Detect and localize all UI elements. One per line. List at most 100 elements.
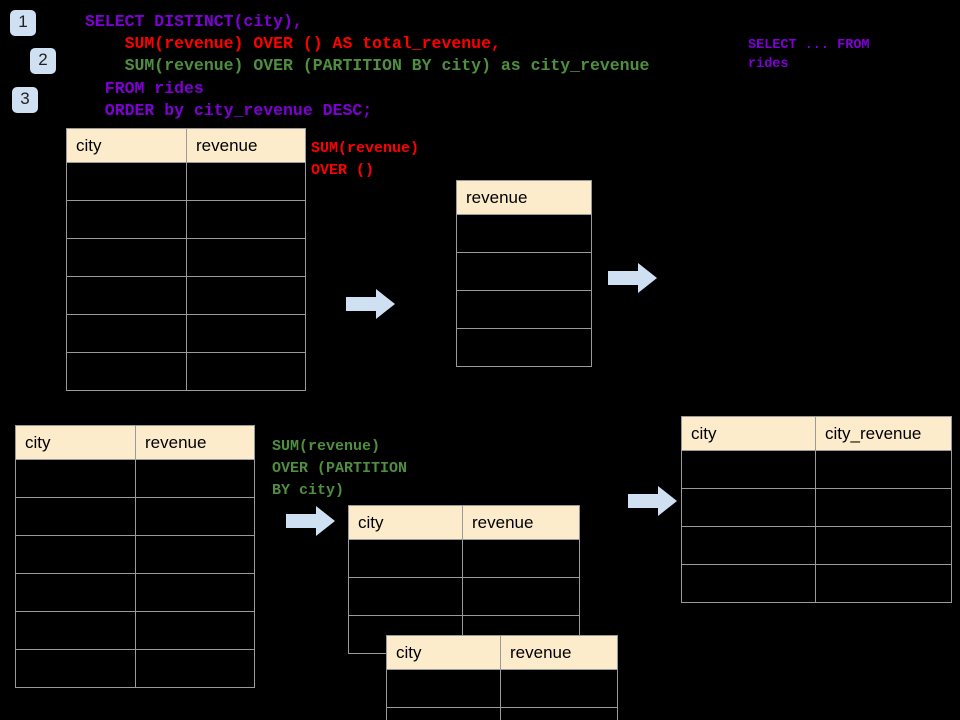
column-header-city: city	[386, 635, 501, 670]
column-header-city: city	[348, 505, 463, 540]
table-cell	[135, 459, 255, 498]
table-partition-back: city revenue	[348, 505, 580, 654]
table-row	[681, 488, 952, 527]
query-line-2: SUM(revenue) OVER () AS total_revenue,	[85, 34, 501, 53]
column-header-city: city	[66, 128, 187, 163]
table-cell	[186, 162, 306, 201]
query-line-5: ORDER by city_revenue DESC;	[85, 101, 373, 120]
column-header-city: city	[681, 416, 816, 451]
annotation-sum-over-partition: SUM(revenue) OVER (PARTITION BY city)	[272, 438, 408, 499]
table-row	[66, 276, 306, 315]
table-cell	[15, 649, 136, 688]
table-cell	[66, 200, 187, 239]
table-body	[386, 669, 618, 720]
table-row	[456, 290, 592, 329]
table-row	[15, 535, 255, 574]
arrow-source-to-total	[346, 289, 395, 319]
column-header-revenue: revenue	[456, 180, 592, 215]
table-cell	[135, 611, 255, 650]
table-row	[681, 450, 952, 489]
table-cell	[815, 526, 952, 565]
table-cell	[135, 573, 255, 612]
table-cell	[462, 577, 580, 616]
table-final-result: city city_revenue	[681, 416, 952, 603]
table-cell	[681, 564, 816, 603]
table-header-row: city revenue	[66, 128, 306, 163]
table-cell	[186, 238, 306, 277]
table-cell	[456, 214, 592, 253]
table-body	[348, 539, 580, 654]
table-row	[348, 577, 580, 616]
table-body	[15, 459, 255, 688]
table-cell	[66, 276, 187, 315]
table-row	[681, 564, 952, 603]
table-cell	[15, 535, 136, 574]
table-row	[386, 707, 618, 720]
table-cell	[386, 669, 501, 708]
table-cell	[186, 314, 306, 353]
query-line-3: SUM(revenue) OVER (PARTITION BY city) as…	[85, 56, 650, 75]
table-row	[456, 328, 592, 367]
table-source-top: city revenue	[66, 128, 306, 391]
table-header-row: revenue	[456, 180, 592, 215]
table-cell	[186, 200, 306, 239]
step-badge-2: 2	[30, 48, 56, 74]
table-total-revenue: revenue	[456, 180, 592, 367]
table-cell	[66, 162, 187, 201]
table-body	[66, 162, 306, 391]
table-cell	[66, 314, 187, 353]
table-body	[456, 214, 592, 367]
table-row	[15, 497, 255, 536]
table-cell	[456, 290, 592, 329]
table-cell	[186, 352, 306, 391]
table-header-row: city revenue	[348, 505, 580, 540]
table-row	[66, 314, 306, 353]
table-cell	[15, 611, 136, 650]
table-row	[66, 200, 306, 239]
table-row	[456, 252, 592, 291]
table-cell	[815, 450, 952, 489]
table-cell	[15, 573, 136, 612]
table-cell	[386, 707, 501, 720]
table-row	[15, 611, 255, 650]
step-badge-1: 1	[10, 10, 36, 36]
column-header-revenue: revenue	[462, 505, 580, 540]
table-body	[681, 450, 952, 603]
table-cell	[186, 276, 306, 315]
table-partition-front: city revenue	[386, 635, 618, 720]
table-cell	[348, 539, 463, 578]
table-cell	[456, 328, 592, 367]
column-header-city: city	[15, 425, 136, 460]
query-line-4: FROM rides	[85, 79, 204, 98]
arrow-partition-to-final	[628, 486, 677, 516]
arrow-total-to-final	[608, 263, 657, 293]
table-row	[15, 459, 255, 498]
table-row	[66, 238, 306, 277]
arrow-source-to-partition	[286, 506, 335, 536]
table-cell	[135, 649, 255, 688]
column-header-revenue: revenue	[135, 425, 255, 460]
table-source-bottom: city revenue	[15, 425, 255, 688]
column-header-revenue: revenue	[186, 128, 306, 163]
table-header-row: city revenue	[386, 635, 618, 670]
table-cell	[15, 459, 136, 498]
table-cell	[500, 669, 618, 708]
table-row	[66, 352, 306, 391]
table-cell	[500, 707, 618, 720]
annotation-select-from-rides: SELECT ... FROM rides	[748, 38, 870, 72]
table-cell	[348, 577, 463, 616]
table-cell	[135, 535, 255, 574]
table-cell	[66, 352, 187, 391]
table-row	[66, 162, 306, 201]
table-row	[386, 669, 618, 708]
table-cell	[462, 539, 580, 578]
table-header-row: city city_revenue	[681, 416, 952, 451]
table-cell	[135, 497, 255, 536]
column-header-revenue: revenue	[500, 635, 618, 670]
table-cell	[681, 488, 816, 527]
column-header-city-revenue: city_revenue	[815, 416, 952, 451]
table-cell	[456, 252, 592, 291]
table-header-row: city revenue	[15, 425, 255, 460]
table-row	[15, 649, 255, 688]
table-row	[15, 573, 255, 612]
